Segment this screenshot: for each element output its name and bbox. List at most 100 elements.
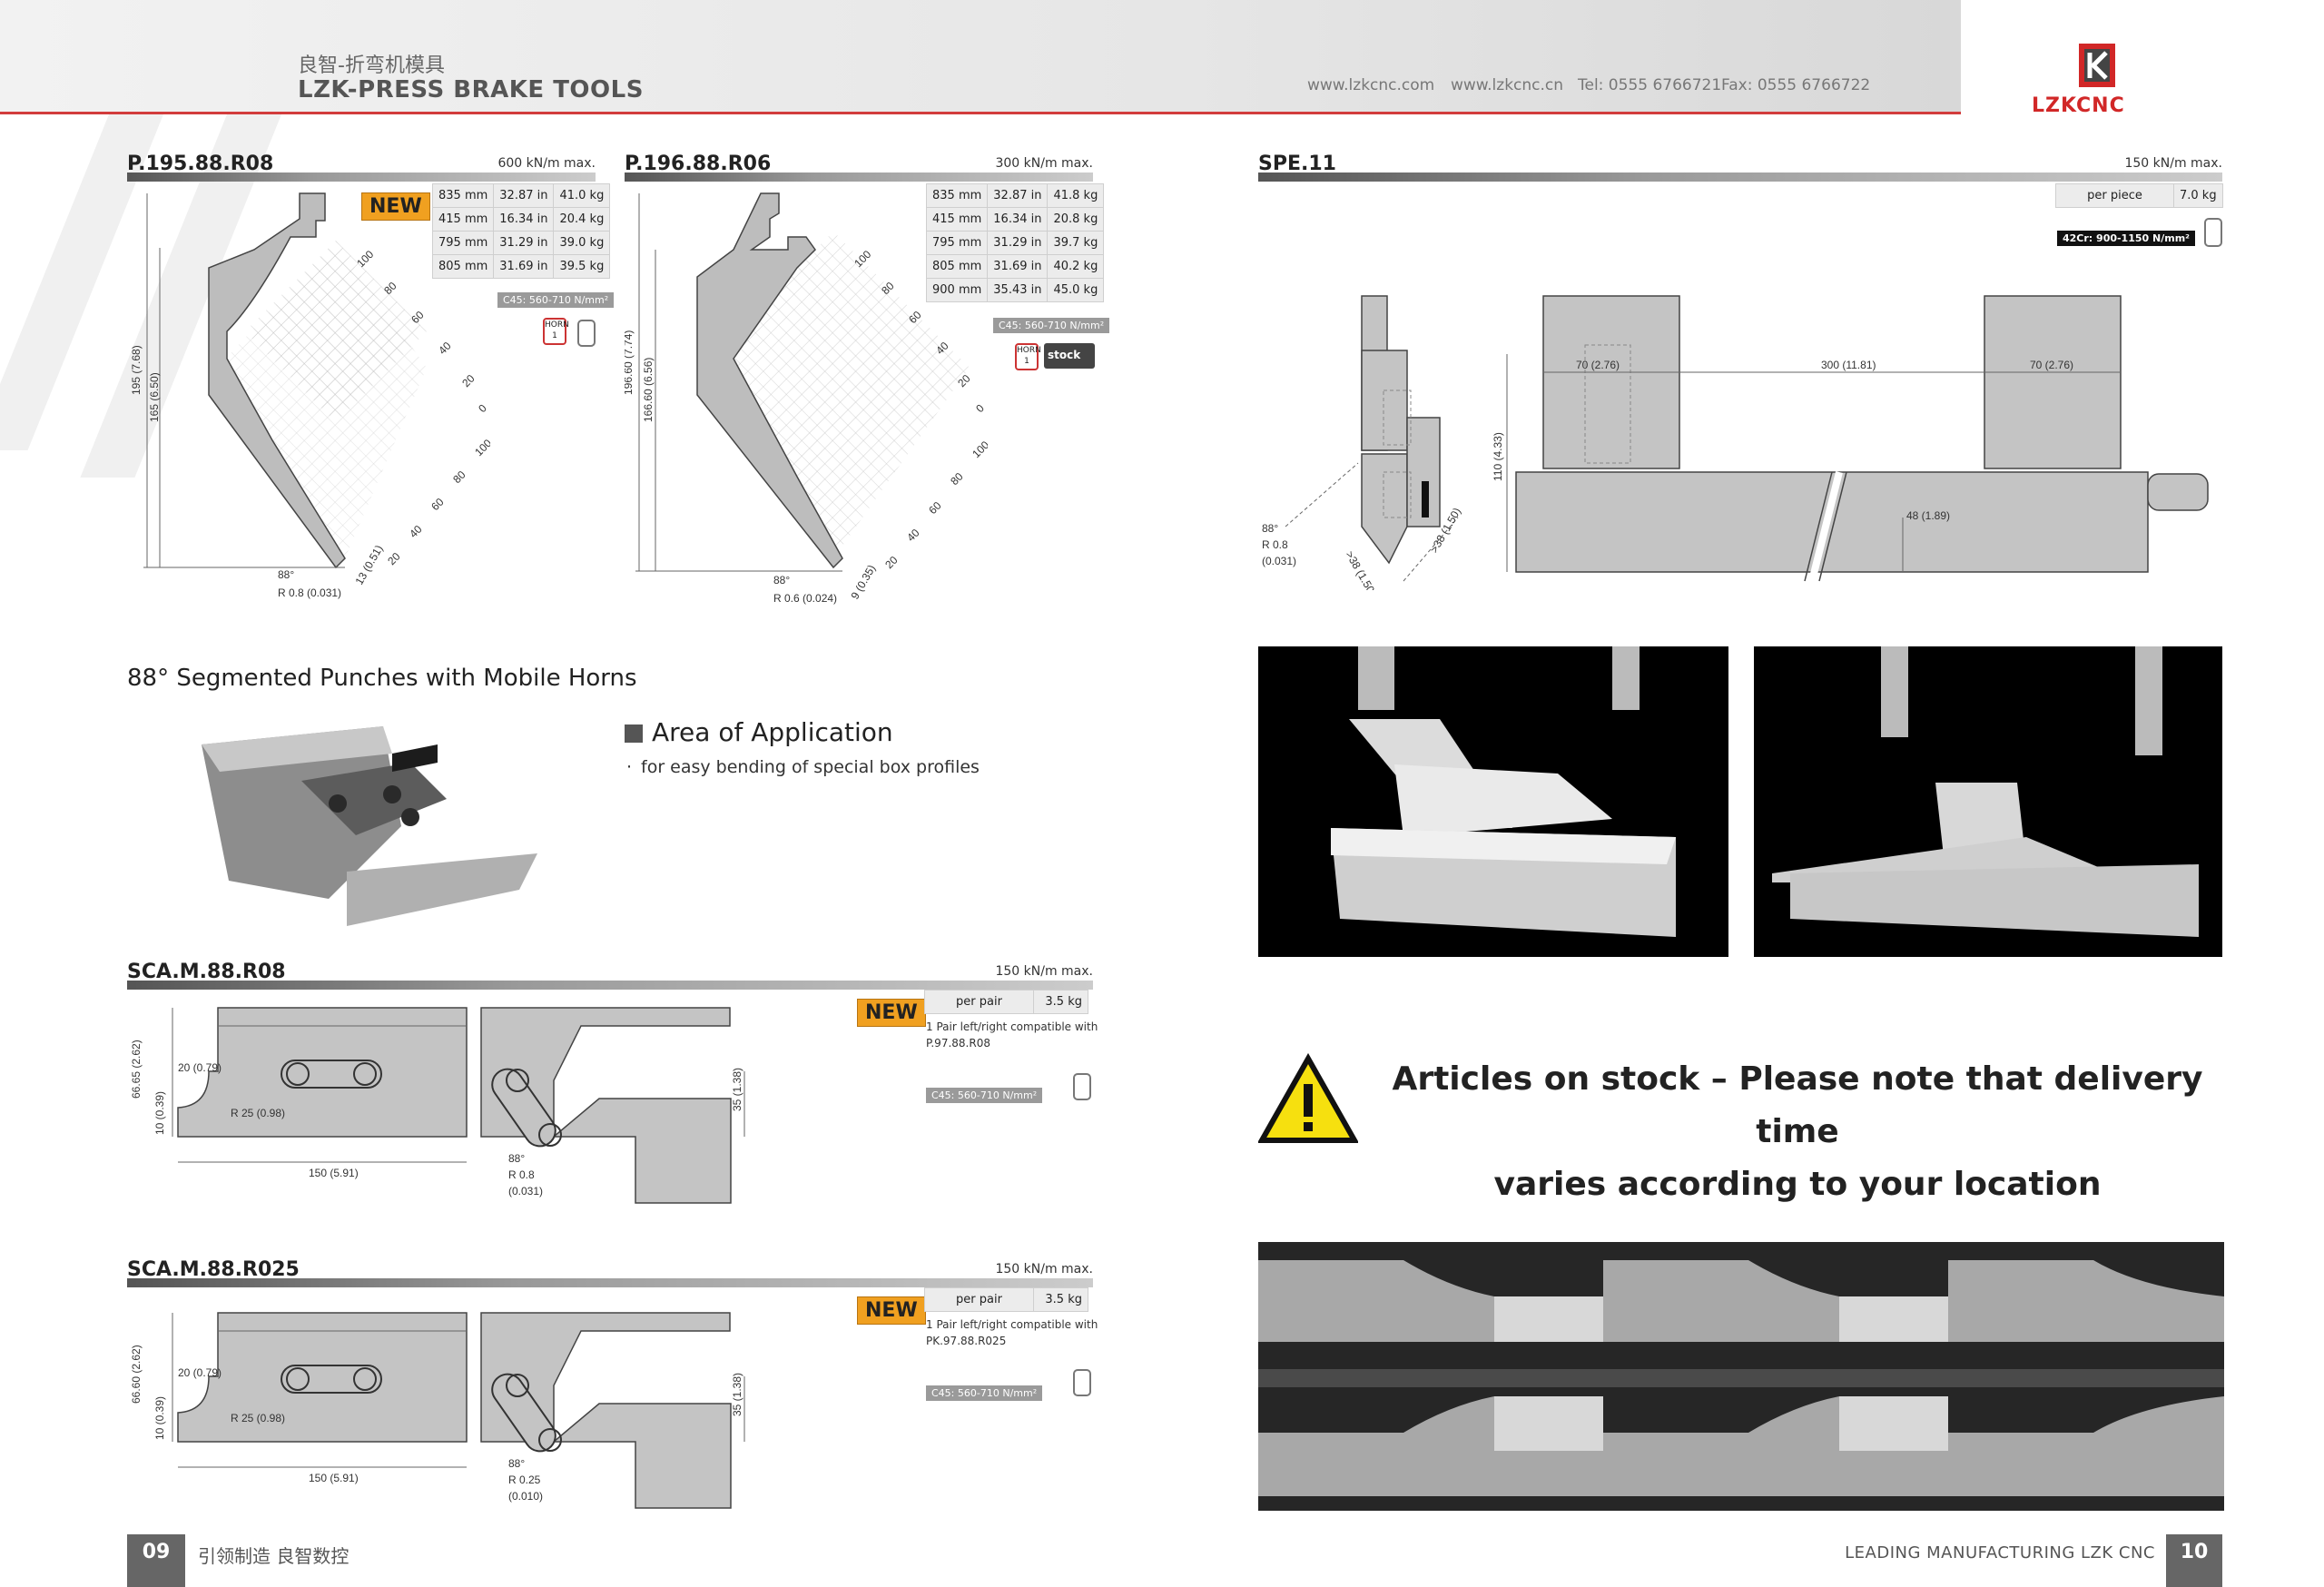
dim-angle: 88° (508, 1457, 525, 1470)
max-load-p196: 300 kN/m max. (995, 156, 1093, 171)
dim-radius: R 0.8 (0.031) (278, 586, 341, 599)
new-badge: NEW (361, 192, 430, 221)
dim-radius-25: R 25 (0.98) (231, 1107, 285, 1119)
material-badge: C45: 560-710 N/mm² (993, 318, 1110, 333)
section-rule (127, 1278, 1093, 1287)
phone-icon (2204, 218, 2222, 247)
dim-35: 35 (1.38) (731, 1068, 743, 1111)
grid-tick: 40 (436, 340, 454, 358)
dim-height: 196.60 (7.74) (625, 330, 635, 395)
dim-height: 66.65 (2.62) (130, 1040, 143, 1099)
bending-photo-1 (1258, 646, 1728, 957)
header-rule (0, 112, 1961, 114)
grid-tick: 0 (476, 401, 489, 415)
dim-height: 195 (7.68) (130, 345, 143, 395)
grid-tick: 80 (450, 468, 468, 487)
header-title-cn: 良智-折弯机模具 (298, 54, 445, 77)
section-rule (625, 172, 1093, 182)
website-link-cn[interactable]: www.lzkcnc.cn (1451, 76, 1564, 94)
compat-note: 1 Pair left/right compatible with PK.97.… (926, 1318, 1098, 1347)
spec-table-sca025: per pair 3.5 kg (924, 1287, 1088, 1312)
footer-slogan-cn: 引领制造 良智数控 (198, 1545, 350, 1567)
dim-base: 10 (0.39) (153, 1091, 166, 1135)
warning-triangle-icon (1258, 1053, 1358, 1143)
product-code-sca08: SCA.M.88.R08 (127, 961, 286, 983)
stock-truck-icon: stock (1044, 343, 1095, 369)
dim-angle: 88° (278, 568, 294, 581)
page-number-left: 09 (127, 1534, 185, 1587)
page-number-right: 10 (2166, 1534, 2222, 1587)
dim-angle: 88° (508, 1152, 525, 1165)
dim-length: 150 (5.91) (309, 1167, 359, 1179)
p196-punch-drawing: 196.60 (7.74) 166.60 (6.56) 88° R 0.6 (0… (625, 192, 988, 605)
material-badge: C45: 560-710 N/mm² (926, 1385, 1043, 1401)
application-bullet: for easy bending of special box profiles (641, 757, 980, 777)
grid-tick: 20 (459, 372, 478, 390)
max-load-spe11: 150 kN/m max. (2124, 156, 2222, 171)
grid-tick: 100 (472, 437, 490, 458)
material-badge: C45: 560-710 N/mm² (497, 292, 615, 308)
dim-radius-25: R 25 (0.98) (231, 1412, 285, 1424)
grid-tick: 0 (973, 401, 987, 415)
sca025-drawing: 66.60 (2.62) 10 (0.39) 20 (0.79) R 25 (0… (130, 1312, 745, 1509)
bending-photo-2 (1754, 646, 2222, 957)
segmented-punch-photo (202, 726, 537, 926)
dim-tip: 13 (0.51) (352, 543, 385, 587)
dim-inner: 166.60 (6.56) (642, 358, 655, 422)
dim-width: 20 (0.79) (178, 1366, 222, 1379)
dim-radius-tip: R 0.8 (1262, 538, 1288, 551)
product-code-sca025: SCA.M.88.R025 (127, 1258, 300, 1281)
grid-tick: 20 (882, 554, 901, 572)
segments-photo (1258, 1242, 2224, 1511)
new-badge: NEW (857, 1296, 926, 1325)
footer-slogan-en: LEADING MANUFACTURING LZK CNC (1845, 1543, 2155, 1562)
dim-inner: 165 (6.50) (148, 372, 161, 422)
grid-tick: 60 (428, 496, 447, 514)
header-title-en: LZK-PRESS BRAKE TOOLS (298, 76, 644, 104)
max-load-sca025: 150 kN/m max. (995, 1262, 1093, 1276)
product-code-p195: P.195.88.R08 (127, 153, 274, 175)
new-badge: NEW (857, 999, 926, 1027)
phone-icon (1073, 1369, 1091, 1396)
material-badge: C45: 560-710 N/mm² (926, 1088, 1043, 1103)
segmented-heading: 88° Segmented Punches with Mobile Horns (127, 665, 637, 692)
header-band (0, 0, 1961, 113)
spec-table-sca08: per pair 3.5 kg (924, 990, 1088, 1014)
dim-length: 150 (5.91) (309, 1472, 359, 1484)
warning-text: Articles on stock – Please note that del… (1392, 1060, 2203, 1203)
bullet-square-icon (625, 724, 643, 743)
sca08-drawing: 66.65 (2.62) 10 (0.39) 20 (0.79) R 25 (0… (130, 1007, 745, 1204)
dim-48: 48 (1.89) (1906, 509, 1950, 522)
spec-table-spe11: per piece 7.0 kg (2055, 183, 2223, 208)
phone-icon (1073, 1073, 1091, 1100)
dim-base: 10 (0.39) (153, 1396, 166, 1440)
product-code-spe11: SPE.11 (1258, 153, 1336, 175)
grid-tick: 60 (926, 499, 944, 518)
dim-70b: 70 (2.76) (2030, 359, 2073, 371)
grid-tick: 20 (385, 550, 403, 568)
table-row: per pair 3.5 kg (924, 990, 1088, 1014)
application-title: Area of Application (652, 717, 893, 747)
phone-icon (577, 320, 596, 347)
dim-width: 20 (0.79) (178, 1061, 222, 1074)
p195-punch-drawing: 195 (7.68) 165 (6.50) 88° R 0.8 (0.031) … (130, 192, 490, 599)
website-link-com[interactable]: www.lzkcnc.com (1307, 76, 1435, 94)
fax: Fax: 0555 6766722 (1721, 76, 1871, 94)
dim-70a: 70 (2.76) (1576, 359, 1620, 371)
logo-text: LZKCNC (2032, 94, 2125, 117)
dim-height: 66.60 (2.62) (130, 1345, 143, 1404)
telephone: Tel: 0555 6766721 (1578, 76, 1722, 94)
dim-35: 35 (1.38) (731, 1373, 743, 1416)
grid-tick: 80 (948, 470, 966, 488)
